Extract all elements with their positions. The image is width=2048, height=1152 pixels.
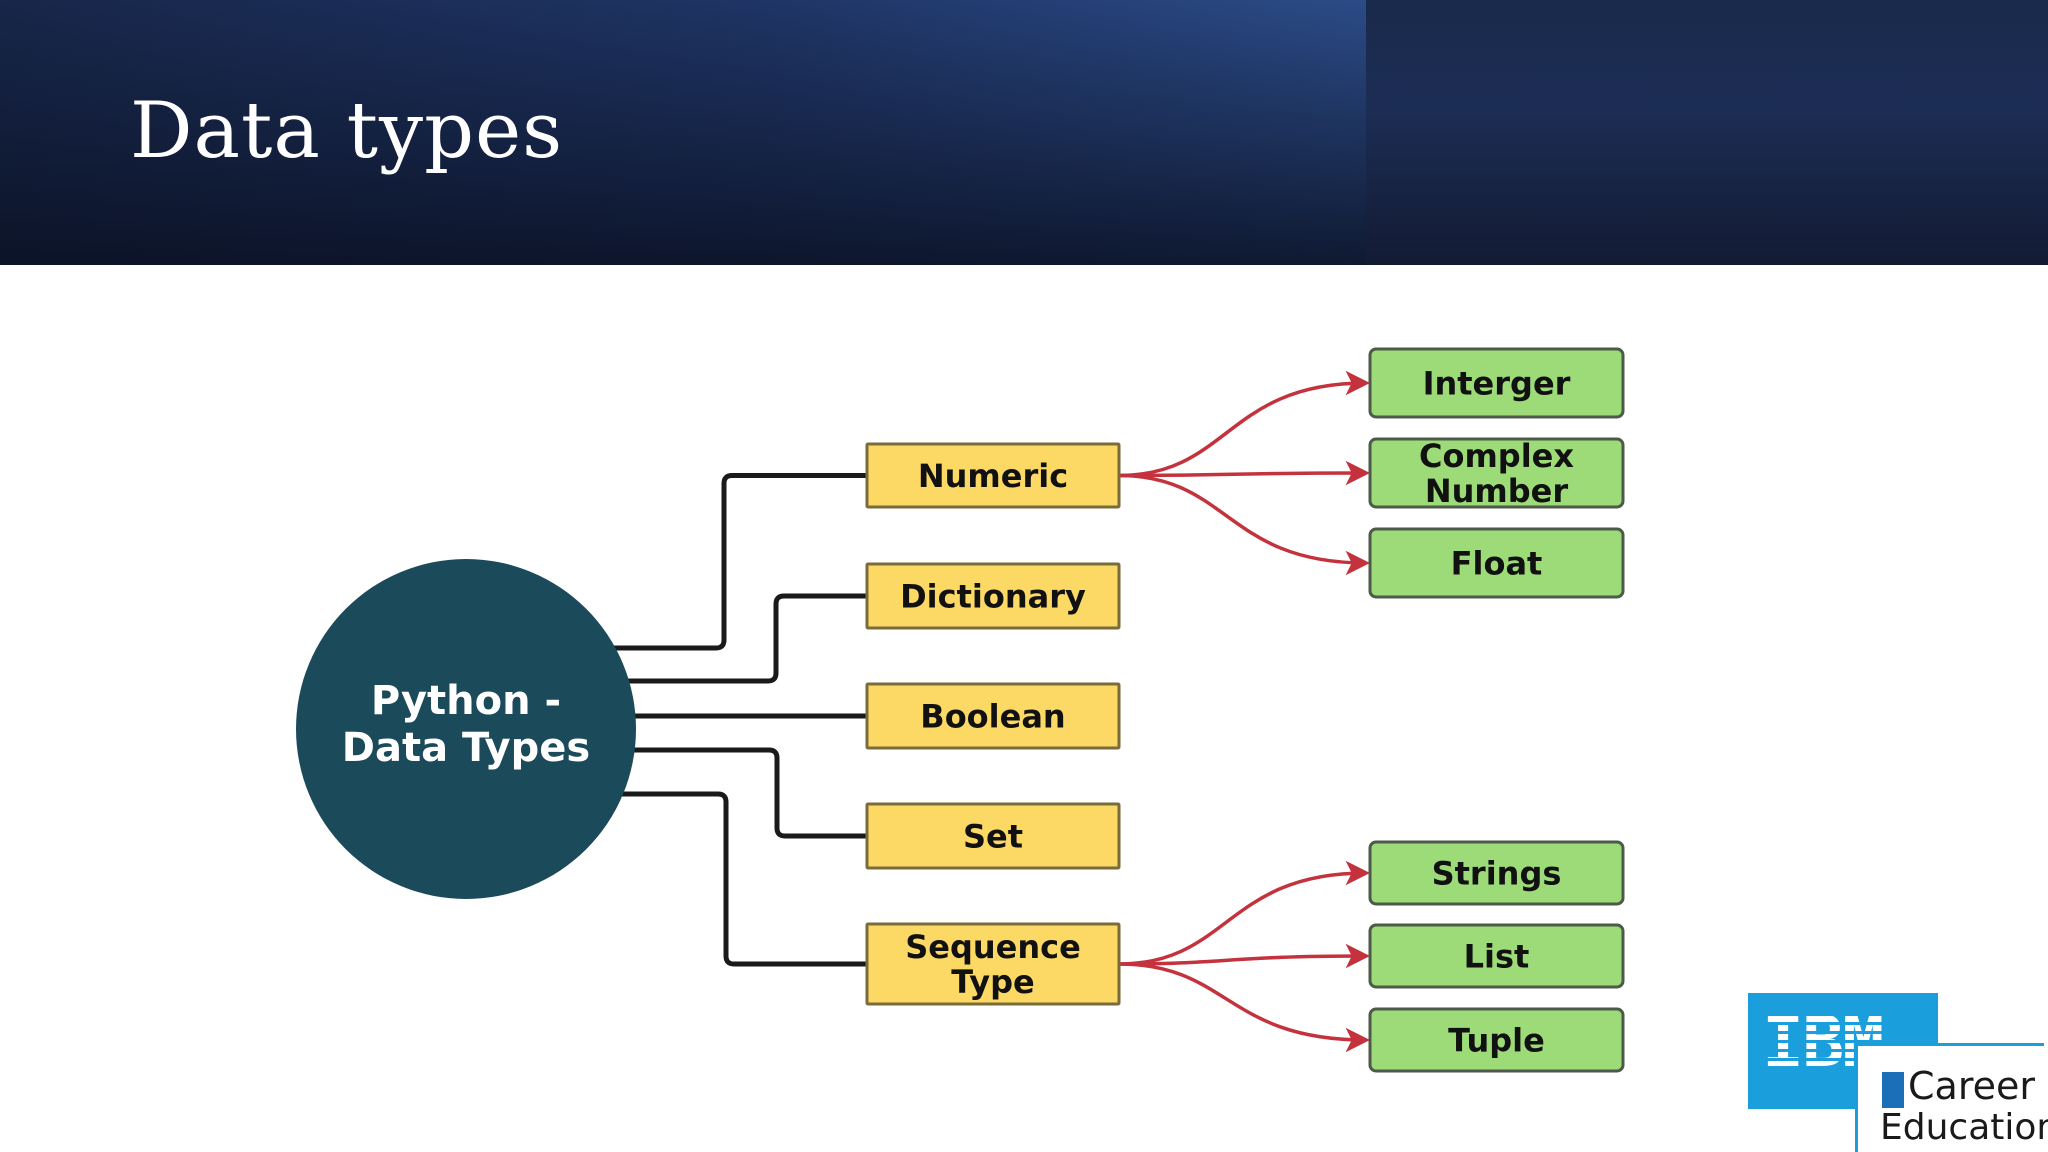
arrow-sequence-to-tuple (1118, 962, 1371, 1053)
subtype-list-label: List (1464, 938, 1530, 976)
category-sequence-box (865, 922, 1121, 1006)
python-data-types-hub (296, 559, 636, 899)
category-sequence-label-line-1: Sequence (905, 928, 1081, 966)
subtype-strings-box (1368, 840, 1625, 906)
arrow-numeric-to-integer (1118, 370, 1371, 478)
arrow-numeric-to-complex (1118, 460, 1371, 486)
subtype-tuple-box (1368, 1007, 1625, 1073)
category-boolean-label: Boolean (920, 698, 1065, 736)
subtype-integer-box (1368, 347, 1625, 419)
subtype-integer-label: Interger (1423, 365, 1571, 403)
connector-set (600, 747, 867, 839)
career-mark-icon (1882, 1072, 1904, 1108)
connector-dictionary (600, 593, 867, 684)
category-numeric-label: Numeric (918, 457, 1068, 495)
hub-label-line-2: Data Types (342, 725, 590, 771)
career-education-box: Career Education (1855, 1043, 2048, 1152)
header-shade (0, 0, 1366, 265)
career-label: Career (1908, 1064, 2035, 1108)
subtype-list-box (1368, 923, 1625, 989)
category-sequence-label-line-2: Type (951, 963, 1035, 1001)
hub-label-line-1: Python - (371, 678, 561, 724)
category-set-box (865, 802, 1121, 870)
arrow-sequence-to-strings (1118, 860, 1371, 966)
slide-header: Data types (0, 0, 2048, 265)
subtype-float-label: Float (1451, 545, 1543, 583)
subtype-float-box (1368, 527, 1625, 599)
subtype-complex-label-line-1: Complex (1419, 437, 1574, 475)
slide-title: Data types (130, 86, 564, 176)
arrow-sequence-to-list (1118, 943, 1371, 969)
education-label: Education (1880, 1107, 2048, 1148)
arrow-numeric-to-float (1118, 473, 1371, 576)
subtype-tuple-label: Tuple (1448, 1022, 1545, 1060)
category-boolean-box (865, 682, 1121, 750)
ibm-career-education-logo: IBM Career Education (1748, 993, 2048, 1152)
category-dictionary-box (865, 562, 1121, 630)
category-dictionary-label: Dictionary (900, 578, 1086, 616)
category-set-label: Set (963, 818, 1023, 856)
subtype-strings-label: Strings (1432, 855, 1562, 893)
subtype-complex-box (1368, 437, 1625, 509)
connector-sequence (600, 791, 867, 967)
connector-numeric (600, 473, 867, 651)
category-numeric-box (865, 442, 1121, 509)
subtype-complex-label-line-2: Number (1425, 472, 1569, 510)
